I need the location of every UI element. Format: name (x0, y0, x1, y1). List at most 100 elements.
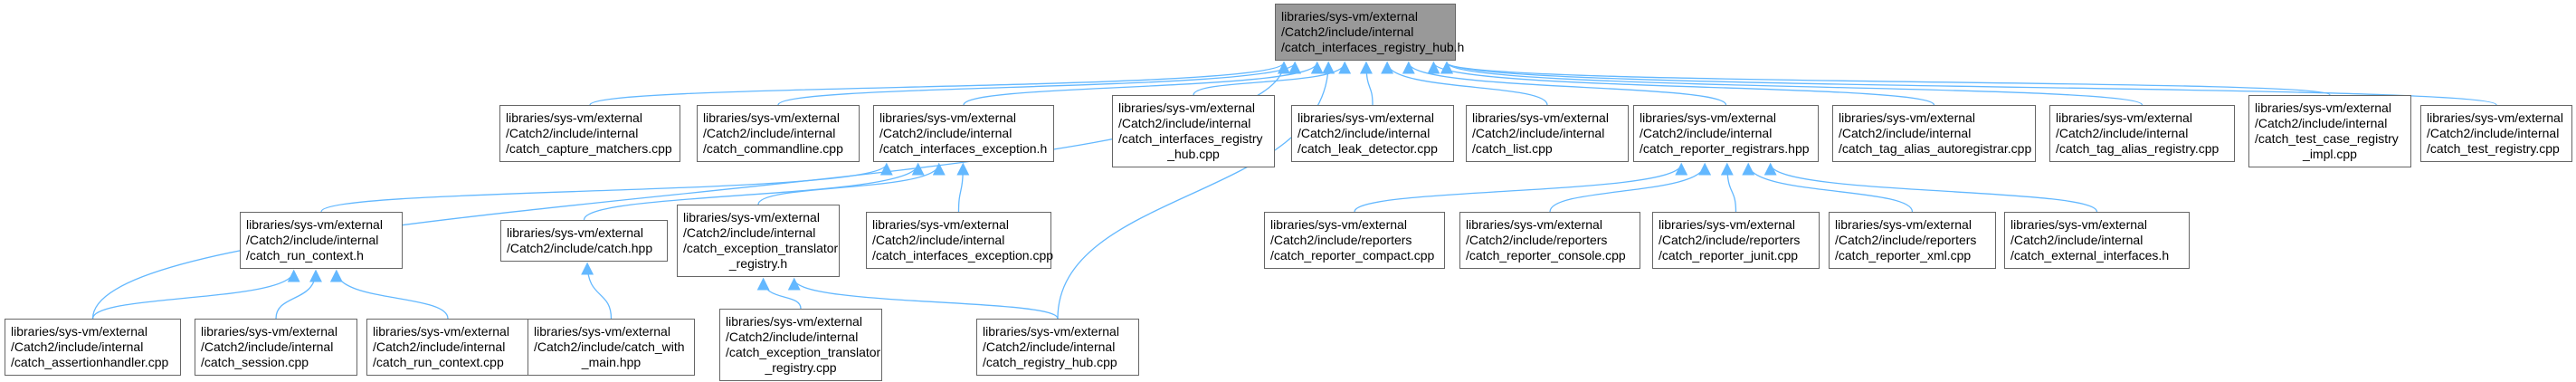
edge-assertionhandler-to-root (91, 61, 1290, 320)
node-catch-tag-alias-registry-cpp[interactable]: libraries/sys-vm/external /Catch2/includ… (2049, 105, 2235, 162)
node-label-line: libraries/sys-vm/external (1270, 217, 1407, 232)
node-label-line: /Catch2/include/reporters (1835, 233, 1977, 247)
node-catch-tag-alias-autoregistrar-cpp[interactable]: libraries/sys-vm/external /Catch2/includ… (1832, 105, 2036, 162)
node-catch-reporter-junit-cpp[interactable]: libraries/sys-vm/external /Catch2/includ… (1652, 212, 1820, 269)
node-label-line: /Catch2/include/internal (983, 339, 1116, 354)
node-catch-leak-detector-cpp[interactable]: libraries/sys-vm/external /Catch2/includ… (1291, 105, 1454, 162)
node-label-line: /catch_leak_detector.cpp (1298, 141, 1438, 156)
edge-session-to-run_context_h (275, 269, 322, 320)
node-label-line: libraries/sys-vm/external (872, 217, 1009, 232)
node-label-line: /Catch2/include/internal (1839, 126, 1972, 140)
node-catch-run-context-h[interactable]: libraries/sys-vm/external /Catch2/includ… (240, 212, 403, 269)
node-label-line: /catch_exception_translator (726, 345, 881, 359)
node-label-line: libraries/sys-vm/external (11, 324, 147, 339)
node-label-line: libraries/sys-vm/external (201, 324, 337, 339)
node-label-line: /catch_assertionhandler.cpp (11, 355, 169, 369)
node-label-line: /Catch2/include/internal (703, 126, 836, 140)
node-label-line: /Catch2/include/internal (2255, 116, 2388, 130)
node-label-line: libraries/sys-vm/external (1839, 110, 1975, 125)
node-catch-test-case-registry-impl-cpp[interactable]: libraries/sys-vm/external /Catch2/includ… (2248, 95, 2411, 167)
node-label-line: /catch_run_context.cpp (373, 355, 504, 369)
edge-reporter_registrars-to-root (1402, 61, 1727, 106)
node-label-line: libraries/sys-vm/external (683, 210, 820, 224)
edge-reporter_xml-to-reporter_registrars (1742, 162, 1914, 213)
node-label-line: libraries/sys-vm/external (2255, 100, 2391, 115)
node-catch-session-cpp[interactable]: libraries/sys-vm/external /Catch2/includ… (195, 319, 357, 376)
node-catch-interfaces-registry-hub-cpp[interactable]: libraries/sys-vm/external /Catch2/includ… (1112, 95, 1275, 167)
node-catch-commandline-cpp[interactable]: libraries/sys-vm/external /Catch2/includ… (697, 105, 860, 162)
node-catch-list-cpp[interactable]: libraries/sys-vm/external /Catch2/includ… (1466, 105, 1629, 162)
node-label-line: _registry.h (728, 256, 788, 271)
node-label-line: /catch_reporter_xml.cpp (1835, 248, 1972, 263)
node-label-line: /catch_reporter_console.cpp (1466, 248, 1626, 263)
node-label-line: _hub.cpp (1167, 147, 1220, 161)
node-root-catch-interfaces-registry-hub-h: libraries/sys-vm/external /Catch2/includ… (1275, 4, 1464, 61)
node-catch-reporter-console-cpp[interactable]: libraries/sys-vm/external /Catch2/includ… (1459, 212, 1640, 269)
node-label-line: libraries/sys-vm/external (246, 217, 383, 232)
node-label-line: /Catch2/include/internal (1640, 126, 1773, 140)
node-label-line: libraries/sys-vm/external (879, 110, 1016, 125)
node-catch-interfaces-exception-h[interactable]: libraries/sys-vm/external /Catch2/includ… (873, 105, 1054, 162)
node-label-line: /Catch2/include/internal (879, 126, 1012, 140)
node-catch-with-main-hpp[interactable]: libraries/sys-vm/external /Catch2/includ… (528, 319, 695, 376)
node-catch-assertionhandler-cpp[interactable]: libraries/sys-vm/external /Catch2/includ… (5, 319, 181, 376)
node-catch-external-interfaces-h[interactable]: libraries/sys-vm/external /Catch2/includ… (2004, 212, 2190, 269)
node-label-line: /Catch2/include/internal (2010, 233, 2143, 247)
node-label-line: /catch_commandline.cpp (703, 141, 843, 156)
node-label-line: /Catch2/include/internal (683, 225, 816, 240)
edge-run_context_h-to-interfaces_exception_h (320, 162, 893, 213)
node-label-line: libraries/sys-vm/external (1298, 110, 1434, 125)
node-label-line: libraries/sys-vm/external (703, 110, 840, 125)
edge-capture_matchers-to-root (589, 61, 1290, 106)
node-catch-reporter-registrars-hpp[interactable]: libraries/sys-vm/external /Catch2/includ… (1633, 105, 1819, 162)
node-catch-interfaces-exception-cpp[interactable]: libraries/sys-vm/external /Catch2/includ… (866, 212, 1053, 269)
node-label-line: /Catch2/include/internal (1118, 116, 1251, 130)
node-label-line: /catch_test_case_registry (2255, 131, 2399, 146)
node-label-line: libraries/sys-vm/external (2427, 110, 2563, 125)
node-label-line: /catch_run_context.h (246, 248, 364, 263)
edge-tag_alias_registry-to-root (1440, 61, 2143, 106)
node-label-line: libraries/sys-vm/external (1118, 100, 1255, 115)
node-catch-reporter-compact-cpp[interactable]: libraries/sys-vm/external /Catch2/includ… (1264, 212, 1445, 269)
node-catch-registry-hub-cpp[interactable]: libraries/sys-vm/external /Catch2/includ… (976, 319, 1139, 376)
edge-catch_hpp-to-interfaces_exception_h (583, 162, 925, 221)
node-label-line: /Catch2/include/internal (872, 233, 1005, 247)
node-catch-run-context-cpp[interactable]: libraries/sys-vm/external /Catch2/includ… (366, 319, 529, 376)
node-label-line: /Catch2/include/internal (2427, 126, 2560, 140)
node-label-line: /catch_reporter_junit.cpp (1659, 248, 1799, 263)
node-catch-exception-translator-registry-h[interactable]: libraries/sys-vm/external /Catch2/includ… (677, 205, 840, 277)
node-label-line: /Catch2/include/internal (2056, 126, 2189, 140)
edge-reporter_compact-to-reporter_registrars (1354, 162, 1688, 213)
node-label-line: libraries/sys-vm/external (373, 324, 509, 339)
node-label-line: /Catch2/include/internal (506, 126, 639, 140)
node-label-line: /Catch2/include/reporters (1466, 233, 1608, 247)
node-label-line: /catch_external_interfaces.h (2010, 248, 2170, 263)
node-catch-exception-translator-registry-cpp[interactable]: libraries/sys-vm/external /Catch2/includ… (719, 309, 882, 381)
node-label-line: libraries/sys-vm/external (983, 324, 1119, 339)
node-label-line: /Catch2/include/catch_with (534, 339, 685, 354)
node-label-line: /Catch2/include/internal (246, 233, 379, 247)
node-label-line: libraries/sys-vm/external (506, 110, 642, 125)
node-label-line: /Catch2/include/reporters (1659, 233, 1801, 247)
edge-exception_translator_registry_h-to-interfaces_exception_h (757, 162, 946, 205)
node-label-line: /catch_test_registry.cpp (2427, 141, 2560, 156)
node-catch-reporter-xml-cpp[interactable]: libraries/sys-vm/external /Catch2/includ… (1829, 212, 1996, 269)
edge-tag_alias_autoregistrar-to-root (1427, 61, 1935, 106)
node-catch-hpp[interactable]: libraries/sys-vm/external /Catch2/includ… (500, 220, 668, 262)
node-catch-capture-matchers-cpp[interactable]: libraries/sys-vm/external /Catch2/includ… (499, 105, 680, 162)
node-catch-test-registry-cpp[interactable]: libraries/sys-vm/external /Catch2/includ… (2420, 105, 2572, 162)
edge-interfaces_exception_h-to-root (963, 61, 1324, 106)
edge-reporter_console-to-reporter_registrars (1549, 162, 1712, 213)
node-label-line: libraries/sys-vm/external (1659, 217, 1795, 232)
node-label-line: /catch_reporter_registrars.hpp (1640, 141, 1810, 156)
node-label-line: /catch_interfaces_exception.h (879, 141, 1048, 156)
edge-exception_translator_registry_cpp-to-exception_translator_registry_h (756, 277, 802, 310)
node-label-line: _registry.cpp (765, 360, 837, 375)
node-label-line: /catch_registry_hub.cpp (983, 355, 1117, 369)
node-label-line: libraries/sys-vm/external (534, 324, 670, 339)
node-label-line: /catch_reporter_compact.cpp (1270, 248, 1435, 263)
node-label-line: /catch_capture_matchers.cpp (506, 141, 672, 156)
edge-test_registry-to-root (1440, 61, 2497, 106)
node-label-line: /Catch2/include/internal (1298, 126, 1431, 140)
